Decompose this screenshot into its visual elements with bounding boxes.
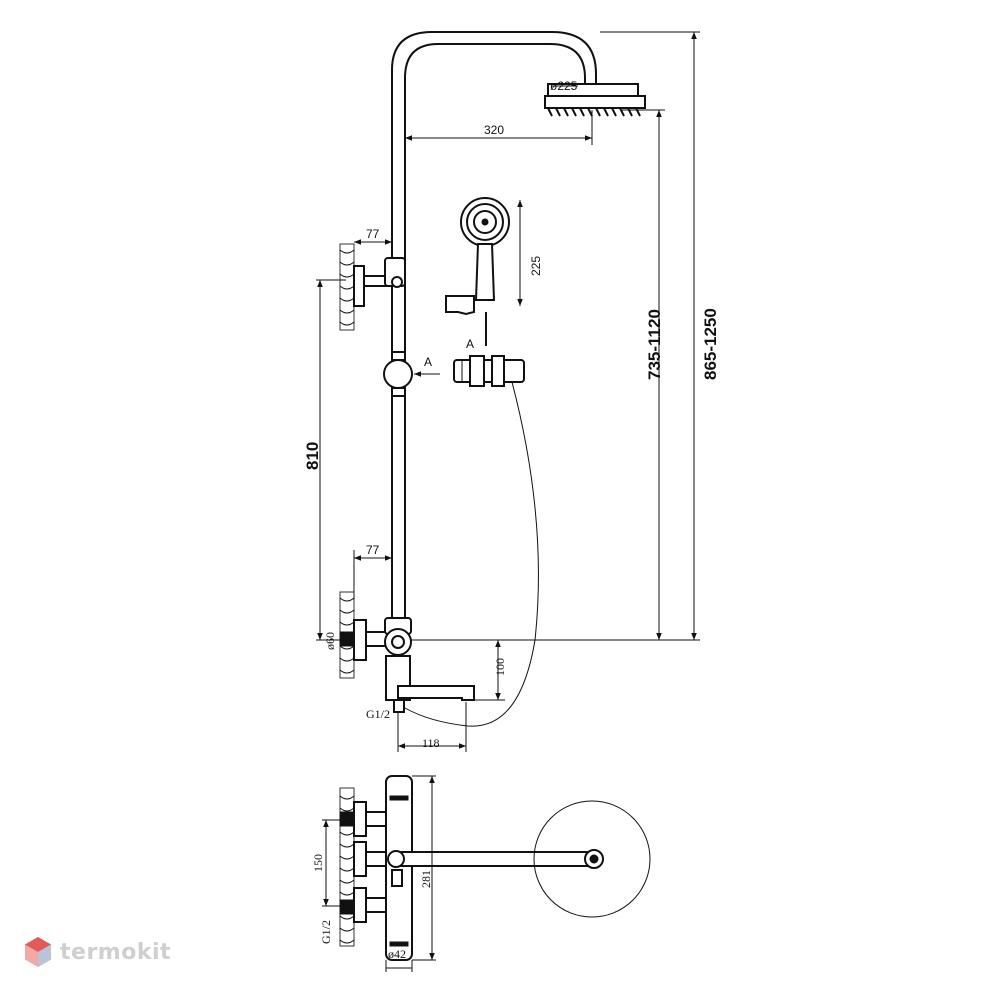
svg-text:865-1250: 865-1250 — [701, 308, 720, 380]
svg-text:77: 77 — [366, 227, 380, 241]
svg-text:A: A — [424, 355, 432, 369]
svg-text:A: A — [466, 337, 474, 351]
head-diameter-label: ø225 — [550, 79, 578, 93]
plan-view: 150 281 G1/2 ø42 — [311, 775, 651, 972]
inlet-diameter-label: ø60 — [323, 632, 337, 650]
svg-text:77: 77 — [366, 543, 380, 557]
slider-clip — [383, 351, 413, 397]
rain-shower-head — [544, 83, 646, 117]
svg-text:810: 810 — [303, 442, 322, 470]
plan-body-length-dimension: 281 — [412, 775, 436, 961]
svg-text:ø42: ø42 — [388, 947, 406, 961]
top-wall-bracket — [339, 243, 406, 331]
svg-text:735-1120: 735-1120 — [645, 309, 664, 380]
bracket-offset-top-dimension: 77 — [354, 227, 393, 250]
plan-body-diameter-dimension: ø42 — [385, 947, 413, 972]
bracket-offset-bottom-dimension: 77 — [353, 543, 393, 600]
svg-text:118: 118 — [422, 736, 440, 750]
riser-pipe-inner — [404, 43, 586, 640]
plan-thread-size-label: G1/2 — [319, 920, 333, 944]
hexagon-logo-icon — [25, 937, 51, 967]
head-height-dimension: 735-1120 — [620, 109, 665, 640]
total-height-dimension: 865-1250 — [600, 31, 720, 640]
spout-length-dimension: 118 — [397, 702, 467, 752]
shower-hose — [404, 381, 539, 727]
spout-drop-dimension: 100 — [474, 640, 507, 701]
svg-text:150: 150 — [311, 854, 325, 872]
plan-inlet-middle — [353, 841, 389, 877]
thermostatic-mixer-front — [384, 617, 475, 713]
thread-size-label: G1/2 — [366, 707, 390, 721]
plan-inlet-bottom — [339, 887, 389, 923]
thermostatic-mixer-plan — [385, 775, 413, 961]
brand-watermark: termokit — [24, 936, 171, 968]
svg-text:281: 281 — [419, 870, 433, 888]
brand-name: termokit — [60, 939, 172, 965]
riser-pipe — [391, 31, 597, 640]
svg-text:320: 320 — [484, 123, 504, 137]
plan-arm — [387, 849, 604, 869]
rail-span-dimension: 810 — [303, 279, 346, 641]
arm-length-dimension: 320 — [405, 110, 593, 145]
bottom-wall-bracket — [339, 591, 389, 679]
plan-head-outline — [533, 800, 651, 918]
plan-spacing-dimension: 150 — [311, 819, 346, 907]
view-a-arrow: A — [414, 355, 440, 377]
handshower-height-dimension: 225 — [517, 200, 543, 306]
svg-text:225: 225 — [529, 256, 543, 276]
hand-shower — [445, 197, 510, 346]
front-elevation-view: ø225 320 865-1250 735-1120 — [303, 31, 720, 752]
svg-text:100: 100 — [493, 658, 507, 676]
holder-detail-a: A — [453, 337, 525, 387]
